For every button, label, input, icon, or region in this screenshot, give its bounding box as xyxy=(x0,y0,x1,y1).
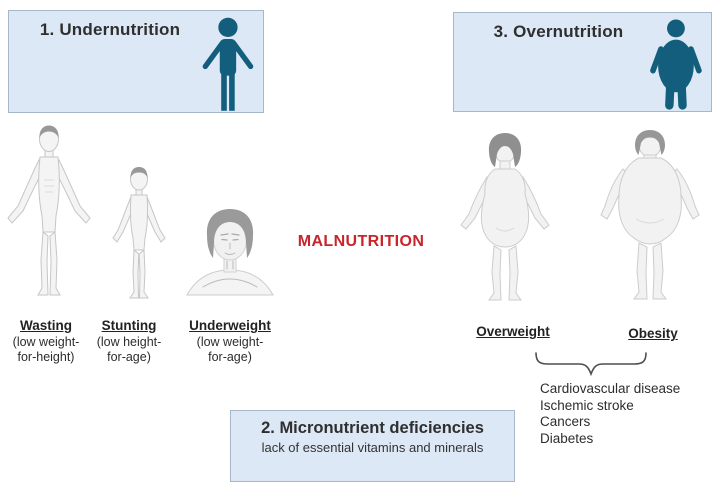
consequence-item: Cancers xyxy=(540,414,591,429)
curly-brace-icon xyxy=(534,350,648,382)
thin-person-icon xyxy=(200,17,254,117)
stunting-name: Stunting xyxy=(101,318,157,333)
micronutrient-subtitle: lack of essential vitamins and minerals xyxy=(261,440,484,455)
underweight-label: Underweight (low weight- for-age) xyxy=(178,319,282,364)
obese-person-icon xyxy=(648,19,702,116)
consequence-item: Ischemic stroke xyxy=(540,397,634,413)
micronutrient-box: 2. Micronutrient deficiencies lack of es… xyxy=(230,410,515,482)
consequence-item: Diabetes xyxy=(540,430,594,446)
overweight-figure xyxy=(456,132,554,309)
overnutrition-title: 3. Overnutrition xyxy=(493,22,624,41)
underweight-figure xyxy=(183,207,277,302)
malnutrition-title: MALNUTRITION xyxy=(297,233,425,250)
consequences-list: Cardiovascular disease Ischemic stroke C… xyxy=(540,381,680,447)
overnutrition-box: 3. Overnutrition xyxy=(453,12,712,112)
overweight-label: Overweight xyxy=(476,324,550,339)
undernutrition-box: 1. Undernutrition xyxy=(8,10,264,113)
micronutrient-title: 2. Micronutrient deficiencies xyxy=(261,419,484,437)
wasting-label: Wasting (low weight- for-height) xyxy=(0,319,92,364)
wasting-figure xyxy=(2,124,96,309)
consequence-item: Cardiovascular disease xyxy=(540,381,681,396)
underweight-name: Underweight xyxy=(189,318,271,333)
stunting-figure xyxy=(106,166,172,309)
obesity-figure xyxy=(598,129,702,309)
wasting-name: Wasting xyxy=(20,318,72,333)
obesity-label: Obesity xyxy=(628,326,678,341)
undernutrition-title: 1. Undernutrition xyxy=(39,20,181,39)
stunting-label: Stunting (low height- for-age) xyxy=(84,319,174,364)
